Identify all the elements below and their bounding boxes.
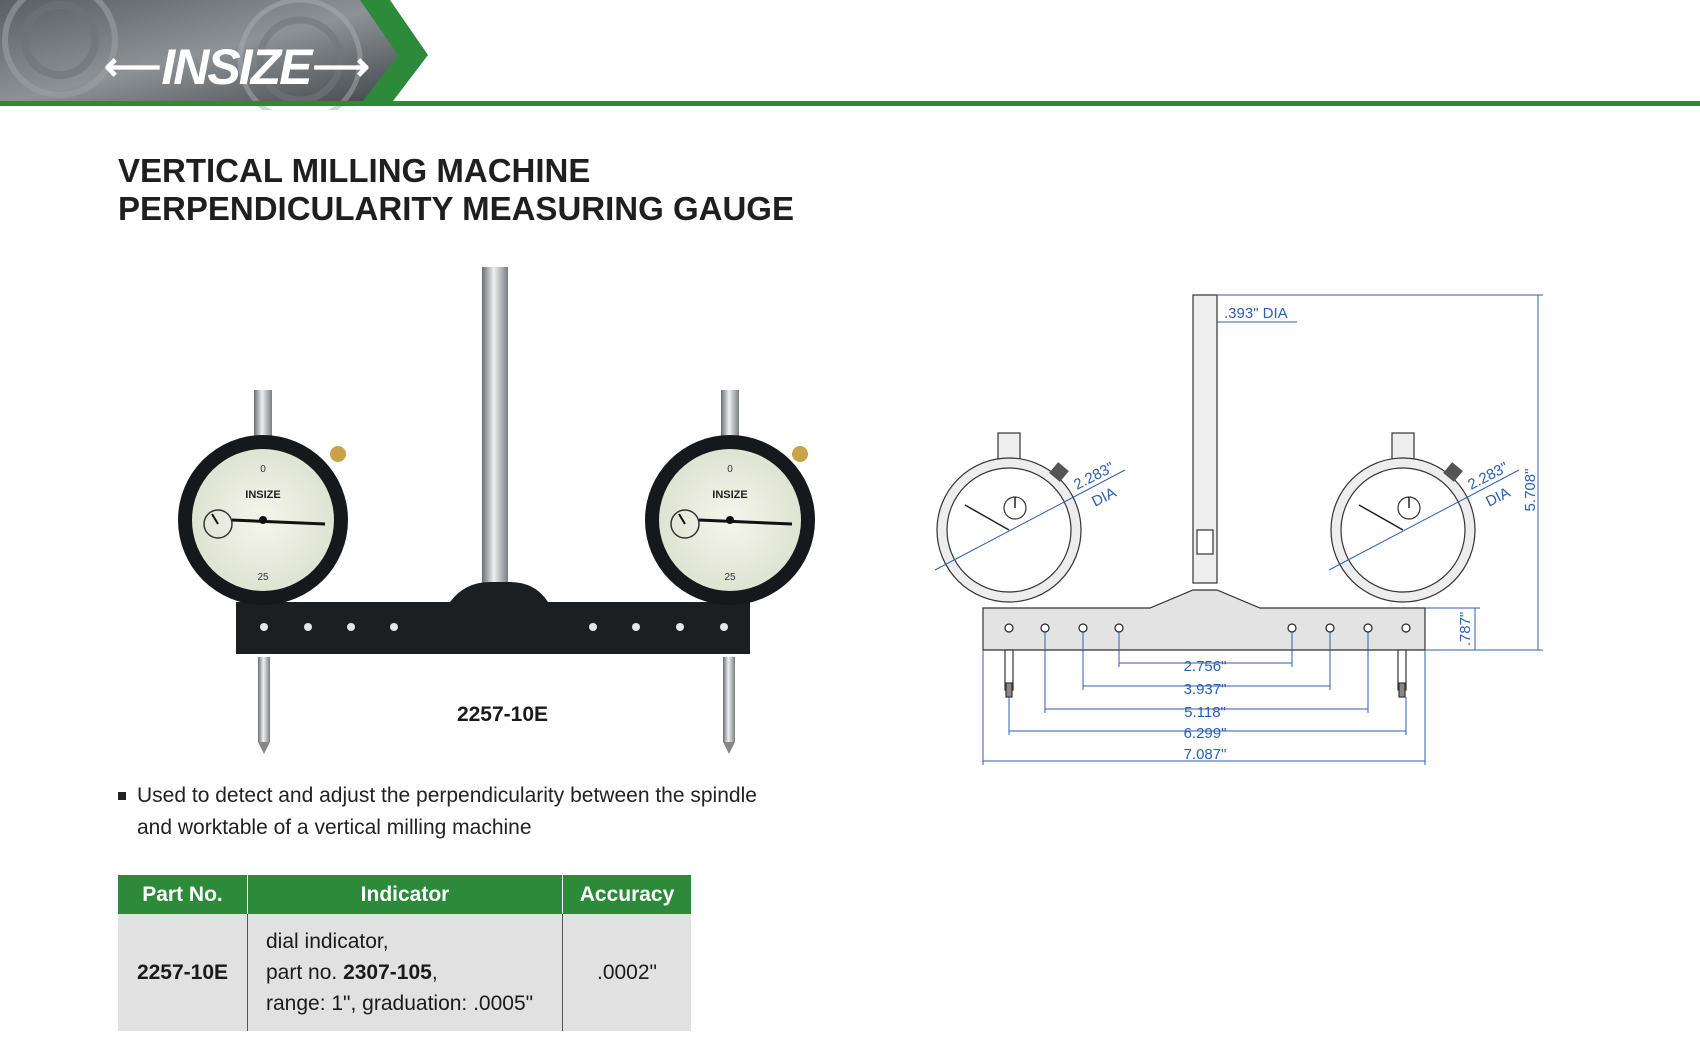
product-model-label: 2257-10E	[456, 703, 549, 726]
base-bar	[236, 582, 750, 654]
table-header-row: Part No. Indicator Accuracy	[118, 875, 691, 914]
indicator-line-1: dial indicator,	[266, 930, 389, 953]
svg-text:25: 25	[257, 572, 269, 583]
svg-text:0: 0	[260, 464, 266, 475]
page-title: VERTICAL MILLING MACHINE PERPENDICULARIT…	[118, 152, 794, 228]
cell-part-no: 2257-10E	[118, 914, 248, 1031]
description-bullet: Used to detect and adjust the perpendicu…	[118, 780, 758, 844]
right-dial-brand: INSIZE	[712, 489, 747, 501]
right-dial-indicator: INSIZE 0 25	[645, 435, 815, 605]
insize-logo: ⟵ INSIZE ⟶	[102, 38, 370, 96]
header-graphic	[0, 0, 1700, 110]
dim-spacing-2: 3.937"	[1184, 681, 1227, 698]
dim-spacing-3: 5.118"	[1184, 704, 1226, 721]
dim-spacing-5: 7.087"	[1184, 746, 1227, 763]
bullet-square-icon	[118, 792, 126, 800]
drawing-base	[982, 589, 1426, 651]
technical-drawing: .393" DIA 2.283" DIA 2.283" DIA 5.708" .…	[934, 294, 1543, 765]
header-accuracy: Accuracy	[562, 875, 691, 914]
dim-left-dial-dia-unit: DIA	[1089, 484, 1119, 511]
title-line-2: PERPENDICULARITY MEASURING GAUGE	[118, 190, 794, 227]
svg-text:0: 0	[727, 464, 733, 475]
dim-right-dial-dia-unit: DIA	[1483, 484, 1513, 511]
header-indicator: Indicator	[247, 875, 563, 914]
indicator-line-2: part no. 2307-105,	[266, 957, 544, 988]
header-banner: ⟵ INSIZE ⟶	[0, 0, 1700, 110]
spec-table: Part No. Indicator Accuracy 2257-10E dia…	[118, 875, 691, 1031]
left-dial-indicator: INSIZE 0 25	[178, 435, 348, 605]
dim-bar-thickness: .787"	[1457, 612, 1474, 647]
svg-text:25: 25	[724, 572, 736, 583]
left-dial-brand: INSIZE	[245, 489, 280, 501]
cell-indicator: dial indicator, part no. 2307-105, range…	[247, 914, 563, 1031]
product-photo: INSIZE 0 25 INSIZE 0 25	[178, 267, 815, 754]
indicator-part-number: 2307-105	[343, 961, 432, 984]
title-line-1: VERTICAL MILLING MACHINE	[118, 152, 591, 189]
logo-text: INSIZE	[161, 39, 312, 95]
logo-left-arrow-icon: ⟵	[104, 45, 161, 89]
header-part-no: Part No.	[118, 875, 248, 914]
dim-height: 5.708"	[1522, 469, 1539, 512]
spindle-rod	[482, 267, 508, 597]
indicator-part-prefix: part no.	[266, 961, 344, 984]
dim-spacing-4: 6.299"	[1184, 725, 1227, 742]
cell-accuracy: .0002"	[562, 914, 691, 1031]
indicator-line-3: range: 1", graduation: .0005"	[266, 992, 534, 1015]
logo-right-arrow-icon: ⟶	[312, 45, 369, 89]
dim-spacing-1: 2.756"	[1184, 658, 1227, 675]
description-text: Used to detect and adjust the perpendicu…	[137, 784, 757, 839]
table-row: 2257-10E dial indicator, part no. 2307-1…	[118, 914, 691, 1031]
indicator-part-suffix: ,	[431, 961, 438, 984]
dim-spindle-dia: .393" DIA	[1224, 305, 1288, 322]
